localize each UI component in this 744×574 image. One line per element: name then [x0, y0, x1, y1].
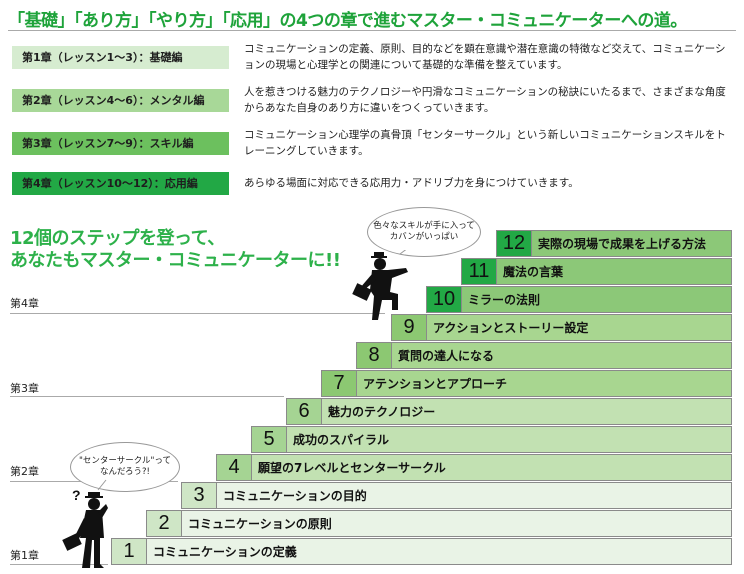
chapter-4-desc: あらゆる場面に対応できる応用力・アドリブ力を身につけていきます。 — [244, 177, 579, 189]
step-9-label: アクションとストーリー設定 — [433, 321, 589, 335]
step-9-number: 9 — [392, 315, 427, 340]
step-1: 1 コミュニケーションの定義 — [111, 538, 732, 565]
step-12: 12 実際の現場で成果を上げる方法 — [496, 230, 732, 257]
step-2-label: コミュニケーションの原則 — [188, 517, 332, 531]
step-7: 7 アテンションとアプローチ — [321, 370, 732, 397]
title-divider — [8, 30, 736, 31]
step-1-number: 1 — [112, 539, 147, 564]
step-12-label: 実際の現場で成果を上げる方法 — [538, 237, 707, 251]
bubble-question-line2: なんだろう?! — [100, 467, 150, 477]
speech-bubble-skills: 色々なスキルが手に入って カバンがいっぱい — [367, 207, 481, 257]
chapter-3-marker: 第3章 — [10, 382, 39, 395]
step-8-label: 質問の達人になる — [398, 349, 495, 363]
step-3-label: コミュニケーションの目的 — [223, 489, 367, 503]
speech-bubble-question: "センターサークル"って なんだろう?! — [70, 442, 180, 492]
thinking-man-icon: ? — [62, 479, 108, 568]
svg-text:?: ? — [72, 487, 81, 503]
chapter-4-rule — [10, 313, 385, 314]
step-11-number: 11 — [462, 259, 497, 284]
step-2-number: 2 — [147, 511, 182, 536]
chapter-1-marker: 第1章 — [10, 549, 39, 562]
step-1-label: コミュニケーションの定義 — [153, 545, 297, 559]
chapter-2-label: 第2章（レッスン4〜6）：メンタル編 — [12, 89, 229, 112]
step-4-number: 4 — [217, 455, 252, 480]
staircase-heading-line2: あなたもマスター・コミュニケーターに!! — [10, 250, 341, 271]
bubble-skills-line1: 色々なスキルが手に入って — [373, 221, 475, 231]
chapter-3-desc: コミュニケーション心理学の真骨頂「センターサークル」という新しいコミュニケーショ… — [244, 129, 726, 157]
step-4: 4 願望の7レベルとセンターサークル — [216, 454, 732, 481]
chapter-1-rule — [10, 564, 108, 565]
chapter-2-marker: 第2章 — [10, 465, 39, 478]
chapter-4-marker: 第4章 — [10, 297, 39, 310]
bubble-question-line1: "センターサークル"って — [79, 456, 171, 466]
step-6: 6 魅力のテクノロジー — [286, 398, 732, 425]
step-10-number: 10 — [427, 287, 462, 312]
step-10-label: ミラーの法則 — [468, 293, 541, 307]
step-6-number: 6 — [287, 399, 322, 424]
bubble-skills-line2: カバンがいっぱい — [389, 232, 459, 242]
page-title: 「基礎」「あり方」「やり方」「応用」の4つの章で進むマスター・コミュニケーターへ… — [8, 11, 687, 31]
step-2: 2 コミュニケーションの原則 — [146, 510, 732, 537]
step-4-label: 願望の7レベルとセンターサークル — [258, 461, 446, 475]
staircase-heading: 12個のステップを登って、 あなたもマスター・コミュニケーターに!! — [10, 228, 341, 272]
step-11-label: 魔法の言葉 — [503, 265, 564, 279]
step-6-label: 魅力のテクノロジー — [328, 405, 436, 419]
step-5-number: 5 — [252, 427, 287, 452]
step-7-label: アテンションとアプローチ — [363, 377, 508, 391]
step-7-number: 7 — [322, 371, 357, 396]
step-11: 11 魔法の言葉 — [461, 258, 732, 285]
chapter-3-label: 第3章（レッスン7〜9）：スキル編 — [12, 132, 229, 155]
step-3-number: 3 — [182, 483, 217, 508]
step-9: 9 アクションとストーリー設定 — [391, 314, 732, 341]
step-12-number: 12 — [497, 231, 532, 256]
step-5: 5 成功のスパイラル — [251, 426, 732, 453]
staircase-heading-line1: 12個のステップを登って、 — [10, 228, 225, 249]
climbing-man-icon — [352, 250, 408, 320]
chapter-1-label: 第1章（レッスン1〜3）：基礎編 — [12, 46, 229, 69]
step-10: 10 ミラーの法則 — [426, 286, 732, 313]
step-5-label: 成功のスパイラル — [293, 433, 390, 447]
chapter-3-rule — [10, 396, 284, 397]
chapter-4-label: 第4章（レッスン10〜12）：応用編 — [12, 172, 229, 195]
step-8: 8 質問の達人になる — [356, 342, 732, 369]
chapter-2-desc: 人を惹きつける魅力のテクノロジーや円滑なコミュニケーションの秘訣にいたるまで、さ… — [244, 86, 726, 114]
chapter-1-desc: コミュニケーションの定義、原則、目的などを顕在意識や潜在意識の特徴など交えて、コ… — [244, 43, 726, 71]
step-3: 3 コミュニケーションの目的 — [181, 482, 732, 509]
step-8-number: 8 — [357, 343, 392, 368]
